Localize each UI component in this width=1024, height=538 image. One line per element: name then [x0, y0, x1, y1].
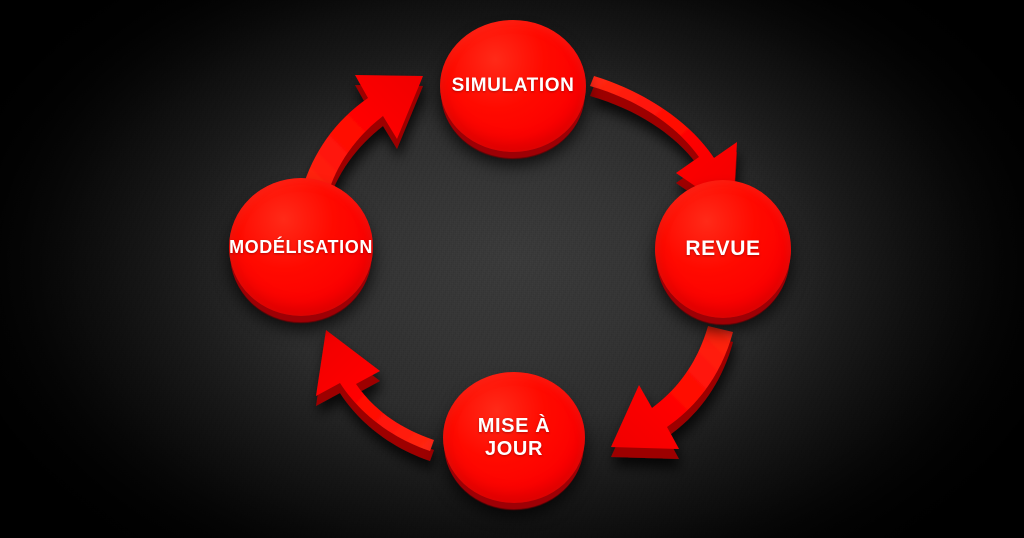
arrow-simulation-to-revue-target[interactable]	[575, 55, 750, 195]
node-simulation-label: SIMULATION	[451, 75, 575, 97]
node-revue[interactable]: REVUE	[655, 180, 791, 318]
arrow-modelisation-to-simulation-target[interactable]	[292, 48, 467, 198]
node-mise-a-jour-label-line2: JOUR	[485, 437, 543, 460]
arrow-revue-to-mise-a-jour-target[interactable]	[580, 325, 755, 460]
node-revue-label: REVUE	[685, 237, 761, 261]
node-modelisation[interactable]: MODÉLISATION	[229, 178, 373, 316]
node-mise-a-jour-label-line1: MISE À	[477, 415, 551, 438]
node-mise-a-jour[interactable]: MISE À JOUR	[443, 372, 585, 503]
node-mise-a-jour-label: MISE À JOUR	[472, 415, 557, 460]
node-simulation[interactable]: SIMULATION	[440, 20, 586, 152]
node-modelisation-label: MODÉLISATION	[229, 236, 373, 257]
arrow-mise-a-jour-to-modelisation-target[interactable]	[290, 315, 465, 455]
